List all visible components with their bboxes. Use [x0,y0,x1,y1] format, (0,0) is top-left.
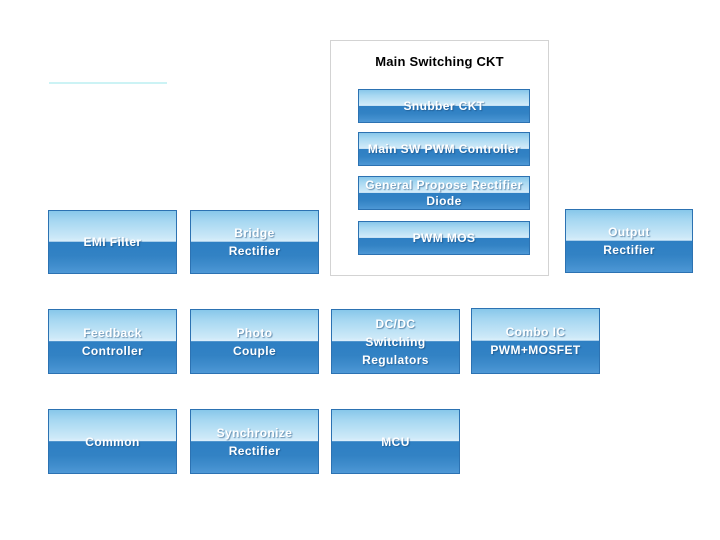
block-label-line: Main SW PWM Controller [367,142,521,156]
block-label-line: Combo IC [505,325,566,339]
block-label-line: Diode [426,194,462,208]
main-switching-ckt-container: Main Switching CKT Snubber CKT Main SW PW… [330,40,549,276]
block-mcu[interactable]: MCU [331,409,460,474]
block-label-line: Output [608,225,650,239]
block-snubber-ckt[interactable]: Snubber CKT [358,89,530,123]
block-label-line: Common [85,434,140,449]
block-main-sw-pwm-controller[interactable]: Main SW PWM Controller [358,132,530,166]
block-pwm-mos[interactable]: PWM MOS [358,221,530,255]
block-label-line: Rectifier [228,443,281,458]
block-label-line: General Propose Rectifier [365,178,523,192]
block-label-line: Rectifier [228,244,281,258]
block-combo-ic-pwm-mosfet[interactable]: Combo IC PWM+MOSFET [471,308,600,374]
main-switching-ckt-title: Main Switching CKT [375,54,504,69]
block-label-line: Photo [236,325,273,340]
block-label-line: Controller [81,343,144,358]
block-label-line: PWM MOS [412,231,476,245]
block-common[interactable]: Common [48,409,177,474]
block-label-line: Snubber CKT [403,99,485,113]
faint-artifact-line [49,82,167,84]
block-label-line: Couple [232,343,277,358]
block-label-line: Rectifier [603,243,655,257]
block-label-line: MCU [381,434,410,449]
block-label-line: Switching [365,334,426,349]
block-label-line: Bridge [234,226,275,240]
block-label-line: Regulators [362,352,429,367]
block-label-line: DC/DC [375,316,416,331]
block-emi-filter[interactable]: EMI Filter [48,210,177,274]
block-label-line: Feedback [83,325,142,340]
block-label-line: PWM+MOSFET [490,343,581,357]
block-label-line: EMI Filter [83,235,142,249]
block-label-line: Synchronize [216,425,293,440]
